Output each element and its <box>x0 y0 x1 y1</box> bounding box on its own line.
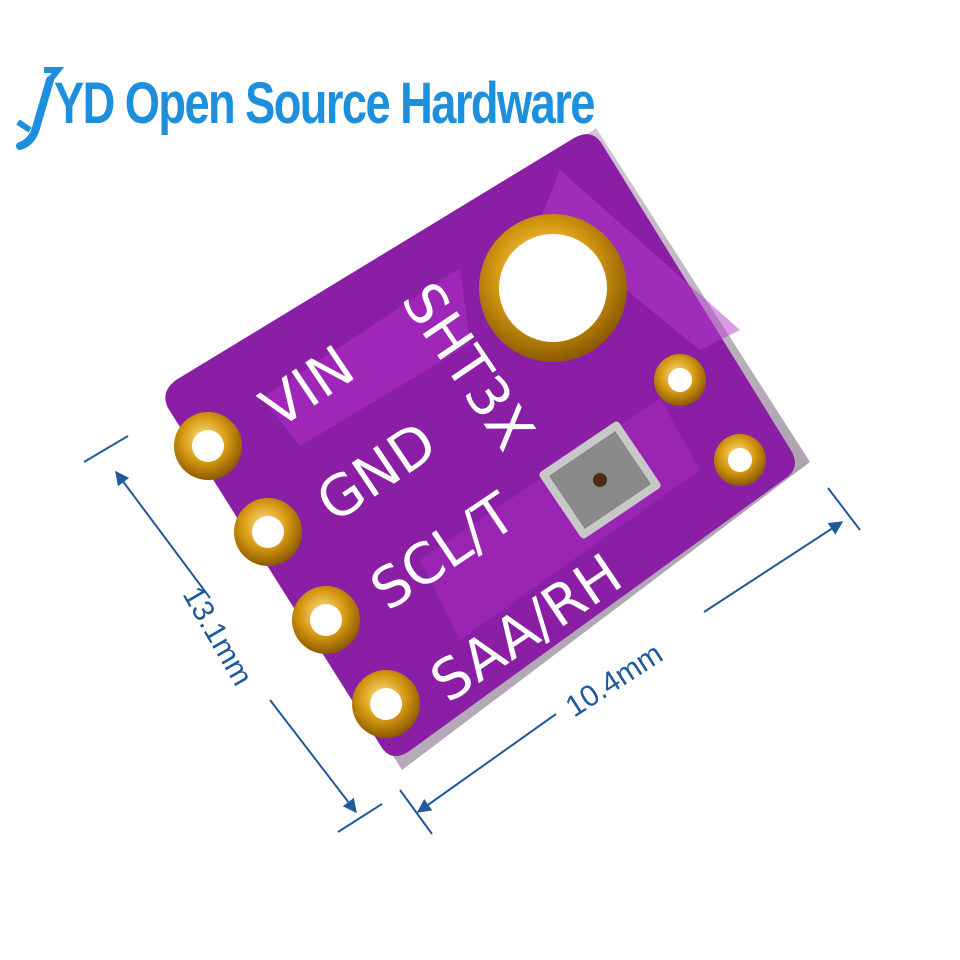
pin-hole <box>252 516 284 548</box>
mounting-hole-inner <box>499 234 607 342</box>
height-label: 13.1mm <box>176 581 259 691</box>
width-label: 10.4mm <box>560 637 669 724</box>
copper-pour <box>262 268 470 446</box>
pin-hole <box>192 430 224 462</box>
brand-header: YD Open Source Hardware <box>10 28 595 150</box>
brand-name: YD Open Source Hardware <box>54 71 595 136</box>
pin-hole <box>370 688 402 720</box>
copper-pour <box>540 170 740 350</box>
sensor-chip <box>539 421 661 539</box>
pad-hole <box>668 368 692 392</box>
pin-hole <box>310 604 342 636</box>
brand-logo-icon <box>16 67 65 150</box>
pad-hole <box>728 448 752 472</box>
